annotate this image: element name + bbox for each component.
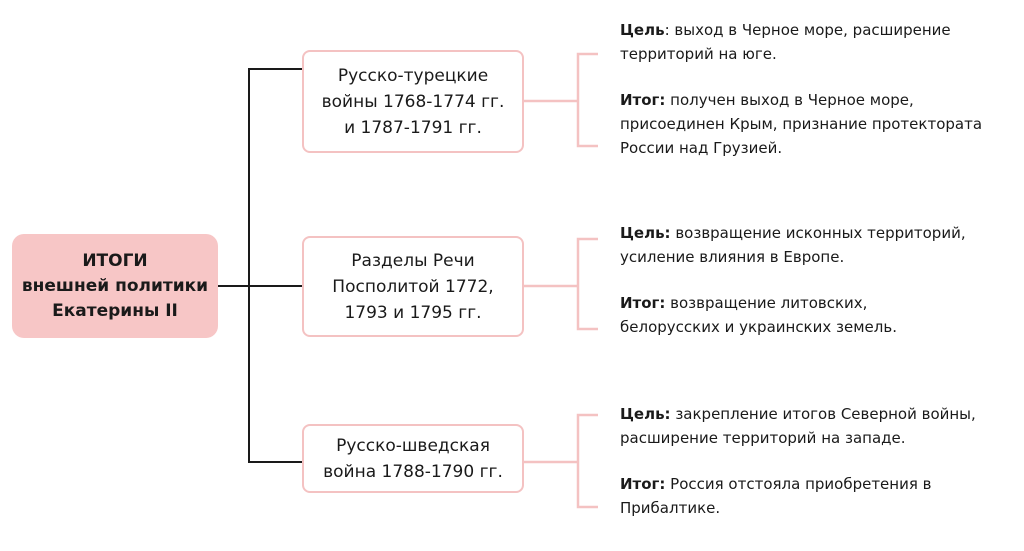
result-label: Итог: xyxy=(620,475,666,493)
node-russo-turkish-wars: Русско-турецкие войны 1768-1774 гг. и 17… xyxy=(302,50,524,153)
bracket-2 xyxy=(524,237,598,331)
goal-text: выход в Черное море, расширение xyxy=(669,21,951,39)
root-line-3: Екатерины II xyxy=(52,300,178,321)
result-text: получен выход в Черное море, xyxy=(665,91,914,109)
result-text-cont: Прибалтике. xyxy=(620,499,721,517)
goal-text: возвращение исконных территорий, xyxy=(670,224,966,242)
result-label: Итог: xyxy=(620,91,666,109)
goal-line: Цель: возвращение исконных территорий, xyxy=(620,221,1020,245)
node-line: Русско-турецкие xyxy=(337,65,489,86)
node-line: 1793 и 1795 гг. xyxy=(344,302,482,323)
result-line: Итог: получен выход в Черное море, xyxy=(620,88,1020,112)
result-text: возвращение литовских, xyxy=(665,294,868,312)
node-line: война 1788-1790 гг. xyxy=(323,461,503,482)
bracket-1 xyxy=(524,52,598,148)
goal-line: Цель: закрепление итогов Северной войны, xyxy=(620,402,1020,426)
bracket-3 xyxy=(524,413,598,509)
details-russo-swedish-war: Цель: закрепление итогов Северной войны,… xyxy=(620,402,1020,520)
details-russo-turkish-wars: Цель: выход в Черное море, расширение те… xyxy=(620,18,1020,160)
node-partitions-of-poland: Разделы Речи Посполитой 1772, 1793 и 179… xyxy=(302,236,524,337)
details-partitions-of-poland: Цель: возвращение исконных территорий, у… xyxy=(620,221,1020,339)
result-text-cont: присоединен Крым, признание протектората xyxy=(620,115,983,133)
goal-label: Цель xyxy=(620,21,665,39)
node-line: Русско-шведская xyxy=(336,435,490,456)
goal-sep: : xyxy=(664,21,670,39)
goal-text-cont: усиление влияния в Европе. xyxy=(620,248,845,266)
root-line-1: ИТОГИ xyxy=(82,250,148,271)
result-text-cont: России над Грузией. xyxy=(620,139,783,157)
root-line-2: внешней политики xyxy=(21,275,209,296)
result-text-cont: белорусских и украинских земель. xyxy=(620,318,897,336)
goal-line: Цель: выход в Черное море, расширение xyxy=(620,18,1020,42)
goal-text-cont: расширение территорий на западе. xyxy=(620,429,906,447)
root-node: ИТОГИ внешней политики Екатерины II xyxy=(12,234,218,338)
goal-label: Цель: xyxy=(620,224,671,242)
node-line: войны 1768-1774 гг. xyxy=(321,91,505,112)
goal-text: закрепление итогов Северной войны, xyxy=(670,405,976,423)
goal-label: Цель: xyxy=(620,405,671,423)
node-line: Разделы Речи xyxy=(351,250,475,271)
result-text: Россия отстояла приобретения в xyxy=(665,475,932,493)
result-line: Итог: Россия отстояла приобретения в xyxy=(620,472,1020,496)
node-line: и 1787-1791 гг. xyxy=(344,117,482,138)
result-label: Итог: xyxy=(620,294,666,312)
node-line: Посполитой 1772, xyxy=(332,276,494,297)
goal-text-cont: территорий на юге. xyxy=(620,45,777,63)
node-russo-swedish-war: Русско-шведская война 1788-1790 гг. xyxy=(302,424,524,493)
result-line: Итог: возвращение литовских, xyxy=(620,291,1020,315)
